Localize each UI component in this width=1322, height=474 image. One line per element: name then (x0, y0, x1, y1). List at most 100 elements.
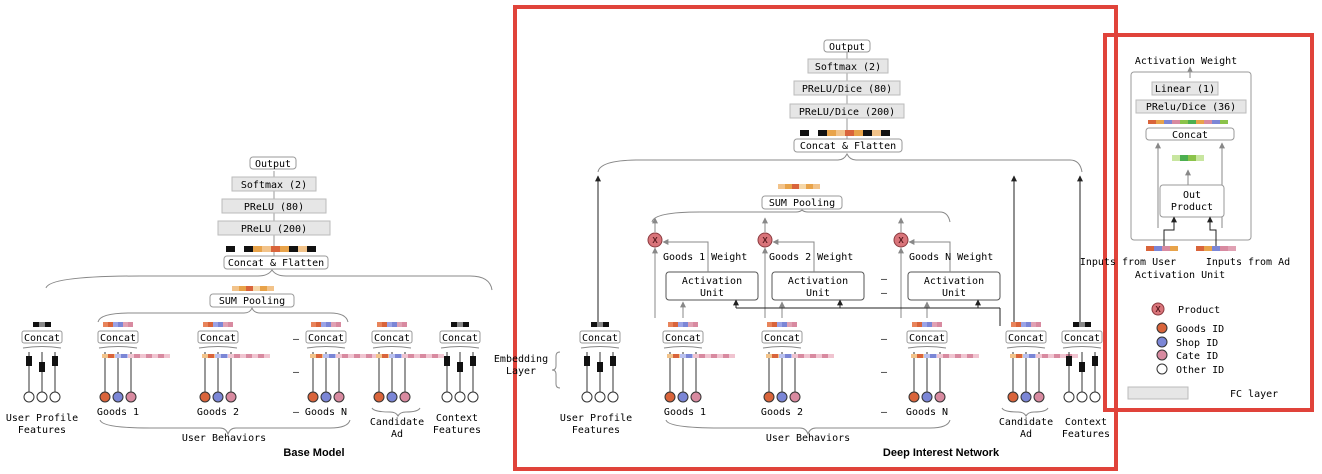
din-goodsN-col-id-circle (934, 391, 946, 403)
base-goodsN-col-concat-emb-cell (331, 322, 336, 327)
base-user-profile-col-concat-label: Concat (24, 333, 60, 344)
din-attention-1-product-symbol: X (652, 236, 658, 245)
din-user-profile-col-id-circle (594, 391, 606, 403)
din-candidate-ad-col-bar-cell (1054, 354, 1060, 358)
din-pool-emb-cell (792, 184, 799, 189)
din-goods2-col-bar-cell (766, 354, 772, 358)
base-concat-flatten-box (223, 255, 329, 270)
din-goods2-col-id-circle (763, 391, 775, 403)
din-attention-2-product-symbol: X (762, 236, 768, 245)
inputs-from-user-label: Inputs from User (1080, 257, 1176, 268)
panel-concat-label: Concat (1172, 130, 1208, 141)
din-goods2-col-concat-emb-cell (782, 322, 787, 327)
din-goodsN-col-bar-cell (943, 354, 949, 358)
base-goods2-col-concat-box (197, 330, 239, 344)
panel-emb-cell (1212, 120, 1220, 124)
product-legend-symbol: X (1155, 305, 1161, 314)
din-prelu80-box (793, 80, 901, 96)
base-goods1-col-brace (98, 346, 138, 349)
panel-green-emb-cell (1180, 155, 1188, 161)
base-pool-emb-cell (267, 286, 274, 291)
base-goods2-col-concat-emb-cell (218, 322, 223, 327)
base-sum-pooling-label: SUM Pooling (219, 296, 285, 307)
base-goods2-col-concat-emb-cell (203, 322, 208, 327)
base-candidate-ad-col-bar-cell (402, 354, 408, 358)
din-candidate-ad-col-bar-cell (1048, 354, 1054, 358)
din-user-profile-col-brace (580, 346, 620, 349)
panel-emb-cell (1196, 120, 1204, 124)
base-goods1-col-bar-cell (102, 354, 108, 358)
din-attention-3-activation-box (907, 271, 1001, 301)
product-legend-label: Product (1178, 305, 1220, 316)
base-user-profile-col-brace (22, 346, 62, 349)
din-flat-emb-cell (863, 130, 872, 136)
base-candidate-ad-col-concat-emb-cell (392, 322, 397, 327)
base-goods1-col-bar-cell (146, 354, 152, 358)
din-attention-2-activation-box (771, 271, 865, 301)
base-context-col-brace (440, 346, 480, 349)
din-goodsN-col-bar-cell (961, 354, 967, 358)
base-flat-emb-cell (262, 246, 271, 252)
base-candidate-ad-col-concat-emb-cell (397, 322, 402, 327)
base-goods2-col-id-circle (212, 391, 224, 403)
base-goodsN-col-bar-cell (354, 354, 360, 358)
din-output-label: Output (829, 42, 865, 53)
base-goods2-col-id-circle (199, 391, 211, 403)
din-pool-emb-cell (806, 184, 813, 189)
base-goods2-col-bar-cell (246, 354, 252, 358)
base-flat-emb-cell (298, 246, 307, 252)
base-prelu80-label: PReLU (80) (244, 202, 304, 213)
din-goods1-col-bar-cell (673, 354, 679, 358)
panel-emb-cell (1148, 120, 1156, 124)
din-goodsN-col-concat-emb-cell (932, 322, 937, 327)
base-pool-emb-cell (253, 286, 260, 291)
din-user-profile-col-concat-emb-cell (603, 322, 609, 327)
inputs-from-ad-label: Inputs from Ad (1206, 257, 1290, 268)
din-context-col-bar (1079, 362, 1085, 372)
activation-unit-caption: Activation Unit (1135, 270, 1225, 281)
inputs-from-ad-embedding (1196, 246, 1236, 251)
base-candidate-ad-col-id-circle (386, 391, 398, 403)
din-goods2-col-concat-emb-cell (787, 322, 792, 327)
base-flat-emb-cell (244, 246, 253, 252)
base-output-box (249, 156, 297, 170)
din-goods1-col-bar-cell (680, 354, 686, 358)
base-candidate-ad-col-id-circle (373, 391, 385, 403)
base-pooling-embedding (232, 286, 274, 291)
base-goods2-col-concat-label: Concat (200, 333, 236, 344)
din-user-profile-col-bar (597, 362, 603, 372)
din-candidate-ad-col-bar-cell (1042, 354, 1048, 358)
din-pooling-embedding (778, 184, 820, 189)
fc-layer-legend-label: FC layer (1230, 389, 1278, 400)
din-user-behaviors-label: User Behaviors (766, 433, 850, 444)
din-flat-emb-cell (845, 130, 854, 136)
base-goods1-col-concat-emb-cell (108, 322, 113, 327)
din-goods2-col-bar-cell (798, 354, 804, 358)
din-goods1-col-bar-cell (699, 354, 705, 358)
din-goodsN-col-concat-emb-cell (937, 322, 942, 327)
base-prelu200-box (217, 220, 331, 236)
din-goodsN-col-concat-label: Concat (909, 333, 945, 344)
base-user-profile-col: Concat (21, 322, 63, 403)
base-softmax-label: Softmax (2) (241, 180, 307, 191)
din-goods1-col-concat-emb-cell (673, 322, 678, 327)
base-flat-emb-cell (280, 246, 289, 252)
activation-unit-panel: Activation Weight Linear (1) PRelu/Dice … (1080, 56, 1290, 400)
base-flatten-embedding (226, 246, 316, 252)
din-attention-3-product-icon (893, 232, 909, 248)
activation-weight-title: Activation Weight (1135, 56, 1237, 67)
base-candidate-ad-col-bar-cell (432, 354, 438, 358)
din-goodsN-col-concat-emb-cell (927, 322, 932, 327)
din-context-col-concat-emb-cell (1073, 322, 1079, 327)
din-candidate-ad-col-concat-emb-cell (1026, 322, 1031, 327)
panel-in-ad-emb-cell (1212, 246, 1220, 251)
panel-emb-cell (1156, 120, 1164, 124)
base-goodsN-col-concat-emb-cell (336, 322, 341, 327)
din-goodsN-col-bar-cell (911, 354, 917, 358)
din-dash-label: – (881, 407, 888, 418)
panel-in-user-emb-cell (1154, 246, 1162, 251)
din-context-col-id-circle (1076, 391, 1088, 403)
base-user-profile-col-bar (52, 356, 58, 366)
